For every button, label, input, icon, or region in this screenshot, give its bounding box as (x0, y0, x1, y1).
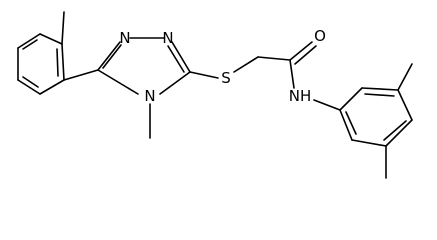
bond (257, 56, 291, 61)
bond (22, 76, 39, 88)
bond (364, 93, 395, 97)
bond (233, 56, 259, 73)
structure-diagram: N N N S O NH (17, 11, 413, 179)
bond (397, 63, 413, 91)
atom-n2: N (162, 29, 173, 47)
bond (159, 71, 191, 95)
atom-n4: N (144, 87, 155, 105)
atom-labels: N N N S O NH (119, 27, 326, 105)
atom-o: O (314, 27, 326, 45)
atom-n1: N (119, 29, 130, 47)
bond (63, 69, 99, 81)
bond (102, 44, 122, 69)
bond (383, 120, 407, 141)
bond (167, 45, 185, 73)
bonds (17, 11, 413, 179)
bond (289, 41, 313, 61)
bond (289, 59, 295, 89)
bond (171, 41, 191, 73)
bond (361, 87, 399, 91)
atom-nh: NH (289, 87, 312, 105)
bond (339, 109, 353, 141)
bond (345, 111, 357, 135)
bond (17, 79, 41, 95)
bond (294, 45, 317, 65)
bond (17, 33, 41, 49)
bond (351, 139, 387, 147)
bond (22, 39, 38, 50)
bond (39, 79, 65, 95)
bond (313, 99, 341, 111)
bond (39, 33, 63, 45)
molecule-canvas: N N N S O NH (17, 11, 413, 179)
bond (56, 48, 59, 77)
atom-s: S (221, 69, 231, 87)
bond (385, 119, 413, 147)
bond (61, 11, 65, 45)
bond (339, 87, 363, 111)
bond (61, 43, 65, 81)
bond (97, 69, 139, 95)
bond (189, 71, 219, 79)
bond (97, 41, 121, 71)
bond (397, 89, 413, 121)
